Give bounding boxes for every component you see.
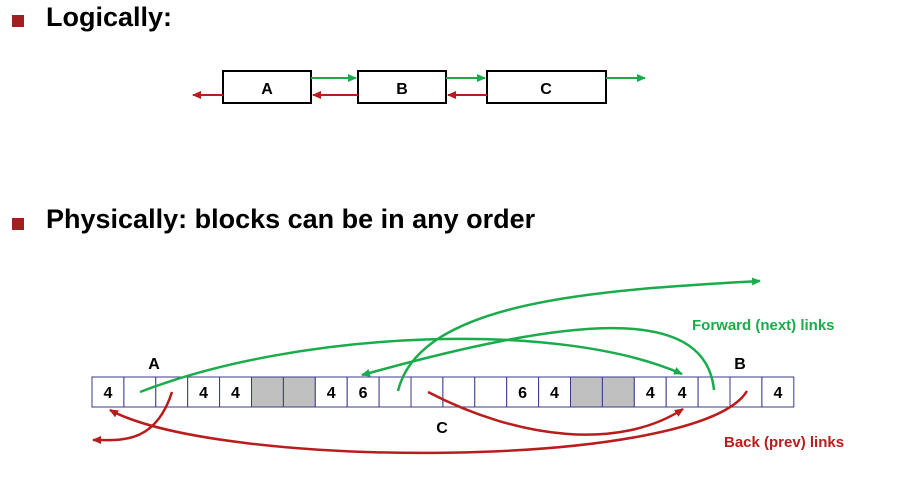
heap-cell-value: 4 [104,385,113,402]
heap-cell-value: 4 [646,385,655,402]
heap-cell [665,376,699,408]
heap-cell [442,376,476,408]
heap-label-a: A [148,356,160,373]
heap-cell [474,376,508,408]
heap-cell-value: 6 [359,385,368,402]
heap-cell [251,376,284,408]
heap-cell [282,376,316,408]
back-links-label: Back (prev) links [724,434,844,451]
logical-label-a: A [261,81,273,98]
heap-cell [601,376,635,408]
heap-cell-value: 4 [231,385,240,402]
heap-cell [378,376,412,408]
back-link-b-to-a [109,390,749,455]
heap-label-c: C [436,420,448,437]
heap-label-b: B [734,356,746,373]
forward-link-b-to-c [361,326,716,391]
heap-cell [314,376,348,408]
heap-cell-value: 4 [678,385,687,402]
logical-block-c [486,70,607,104]
logical-block-b [357,70,447,104]
logical-label-c: C [540,81,552,98]
logical-heading: Logically: [46,2,173,32]
forward-links-label: Forward (next) links [692,317,835,334]
back-link-a-out [92,391,174,445]
physical-heading: Physically: blocks can be in any order [46,204,536,234]
logical-label-b: B [396,81,408,98]
heap-cell-value: 4 [773,385,782,402]
heap-cell [187,376,221,408]
heap-cell [761,376,795,408]
bullet-physical [12,218,24,230]
bullet-logical [12,15,24,27]
logical-block-a [222,70,312,104]
heap-cell-value: 4 [327,385,336,402]
heap-cell [91,376,125,408]
heap-cell-value: 4 [199,385,208,402]
forward-link-c-out [396,277,761,392]
logical-list: A B C [192,70,646,104]
heap-cell [123,376,157,408]
heap-cell-value: 6 [518,385,527,402]
heap-cell [506,376,540,408]
heap-cells: 4 4 4 4 6 6 4 4 4 4 [91,376,795,408]
heap-cell [538,376,571,408]
heap-cell-value: 4 [550,385,559,402]
back-link-c-to-b [427,390,684,436]
heap-cell [570,376,603,408]
heap-cell [633,376,667,408]
heap-cell [697,376,731,408]
heap-cell [410,376,444,408]
forward-link-a-to-b [139,337,683,394]
